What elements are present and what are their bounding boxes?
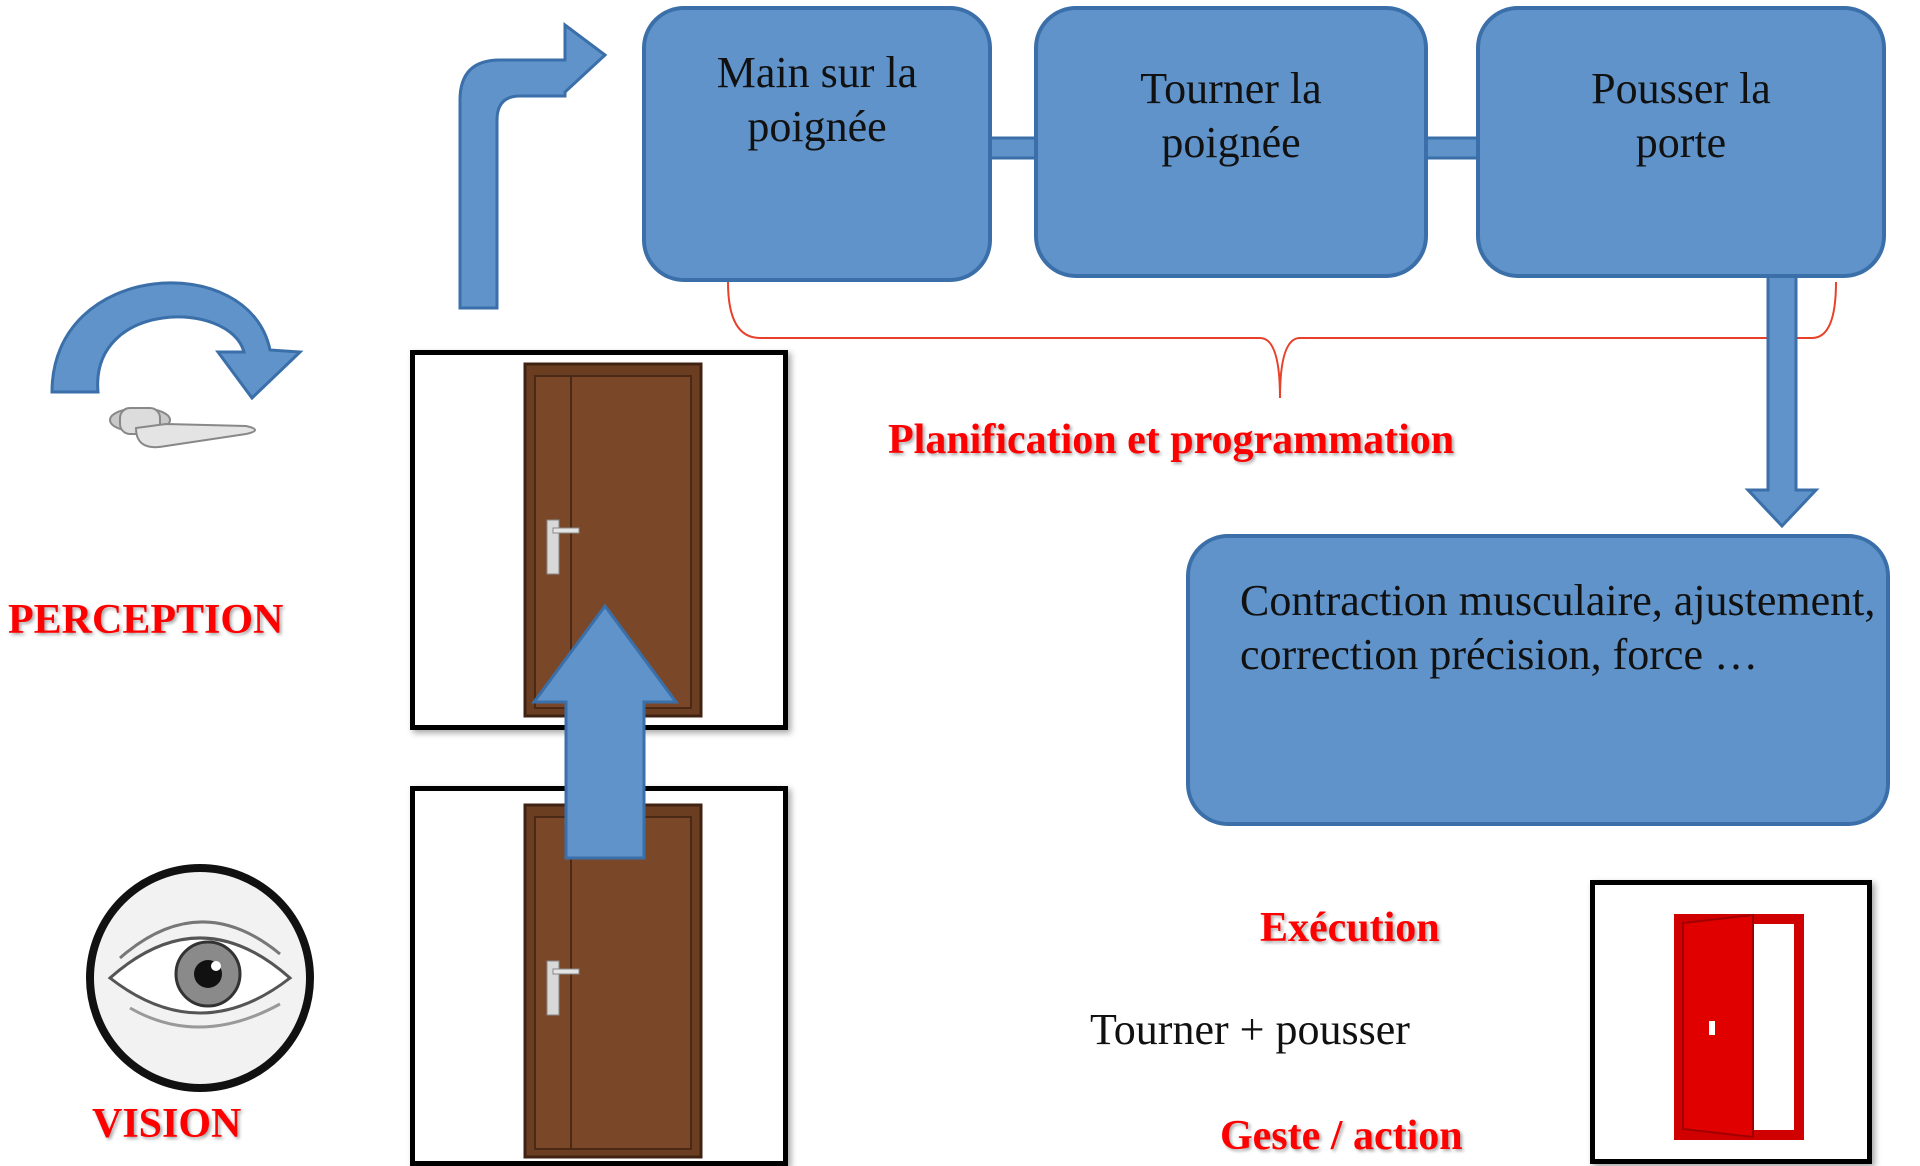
closed-door-icon <box>523 803 703 1159</box>
planning-bracket <box>727 281 1837 399</box>
vision-label: VISION <box>92 1101 242 1147</box>
action-text: Tourner + pousser <box>1090 1005 1410 1054</box>
curved-arrow <box>50 281 304 401</box>
motor-box: Contraction musculaire, ajustement, corr… <box>1186 534 1890 826</box>
step3-label: Pousser la porte <box>1591 64 1771 167</box>
eye-icon <box>86 864 314 1092</box>
motor-label: Contraction musculaire, ajustement, corr… <box>1240 576 1876 679</box>
gesture-label: Geste / action <box>1220 1113 1463 1159</box>
step2-box: Tourner la poignée <box>1034 6 1428 278</box>
door-handle-icon <box>109 407 256 449</box>
step1-box: Main sur la poignée <box>642 6 992 282</box>
bent-arrow <box>458 22 608 310</box>
up-arrow <box>531 603 679 860</box>
planning-label: Planification et programmation <box>888 417 1455 463</box>
arrow-step3-to-motor <box>1744 248 1820 529</box>
execution-label: Exécution <box>1260 905 1440 951</box>
step1-label: Main sur la poignée <box>716 48 918 151</box>
open-door-icon <box>1674 913 1804 1140</box>
open-door-frame <box>1590 880 1872 1164</box>
perception-label: PERCEPTION <box>8 597 284 643</box>
step2-label: Tourner la poignée <box>1140 64 1322 167</box>
step3-box: Pousser la porte <box>1476 6 1886 278</box>
